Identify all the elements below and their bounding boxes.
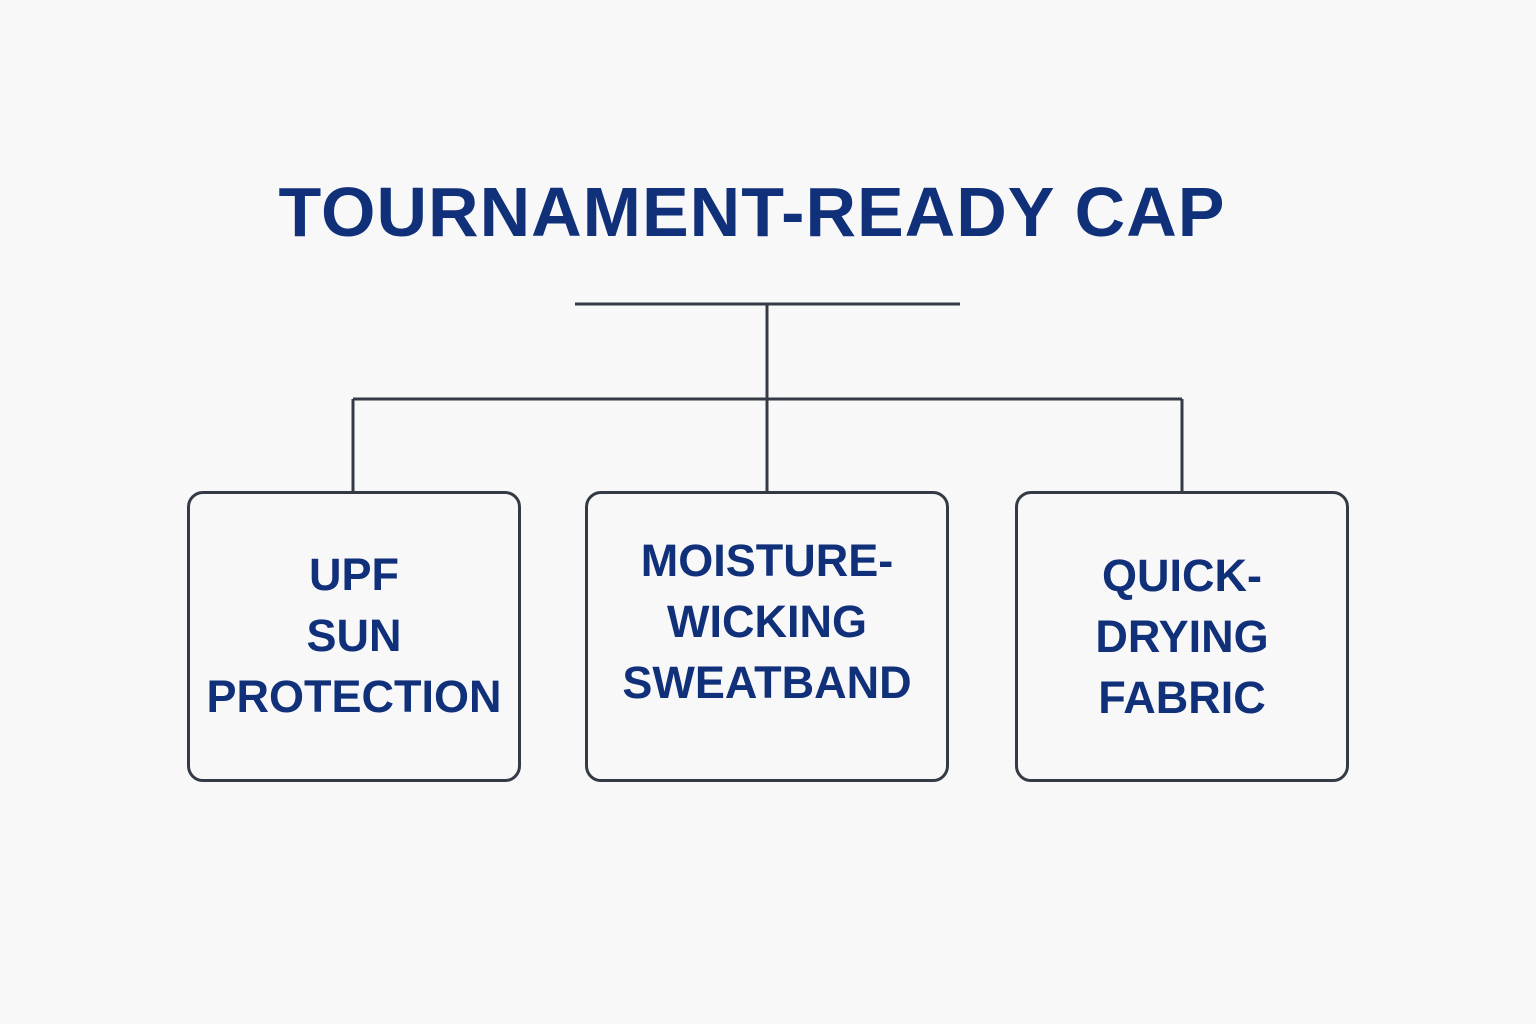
feature-line: PROTECTION bbox=[206, 671, 502, 722]
feature-line: DRYING bbox=[1095, 611, 1269, 662]
feature-line: QUICK- bbox=[1102, 550, 1262, 601]
feature-line: FABRIC bbox=[1098, 672, 1266, 723]
feature-line: WICKING bbox=[667, 596, 867, 647]
diagram-title: TOURNAMENT-READY CAP bbox=[278, 173, 1226, 251]
feature-box-moisture: MOISTURE- WICKING SWEATBAND bbox=[585, 491, 949, 782]
feature-line: UPF bbox=[309, 549, 399, 600]
feature-line: MOISTURE- bbox=[640, 535, 894, 586]
feature-line: SWEATBAND bbox=[622, 657, 912, 708]
feature-box-upf: UPF SUN PROTECTION bbox=[187, 491, 521, 782]
feature-line: SUN bbox=[306, 610, 402, 661]
feature-box-quick-drying: QUICK- DRYING FABRIC bbox=[1015, 491, 1349, 782]
